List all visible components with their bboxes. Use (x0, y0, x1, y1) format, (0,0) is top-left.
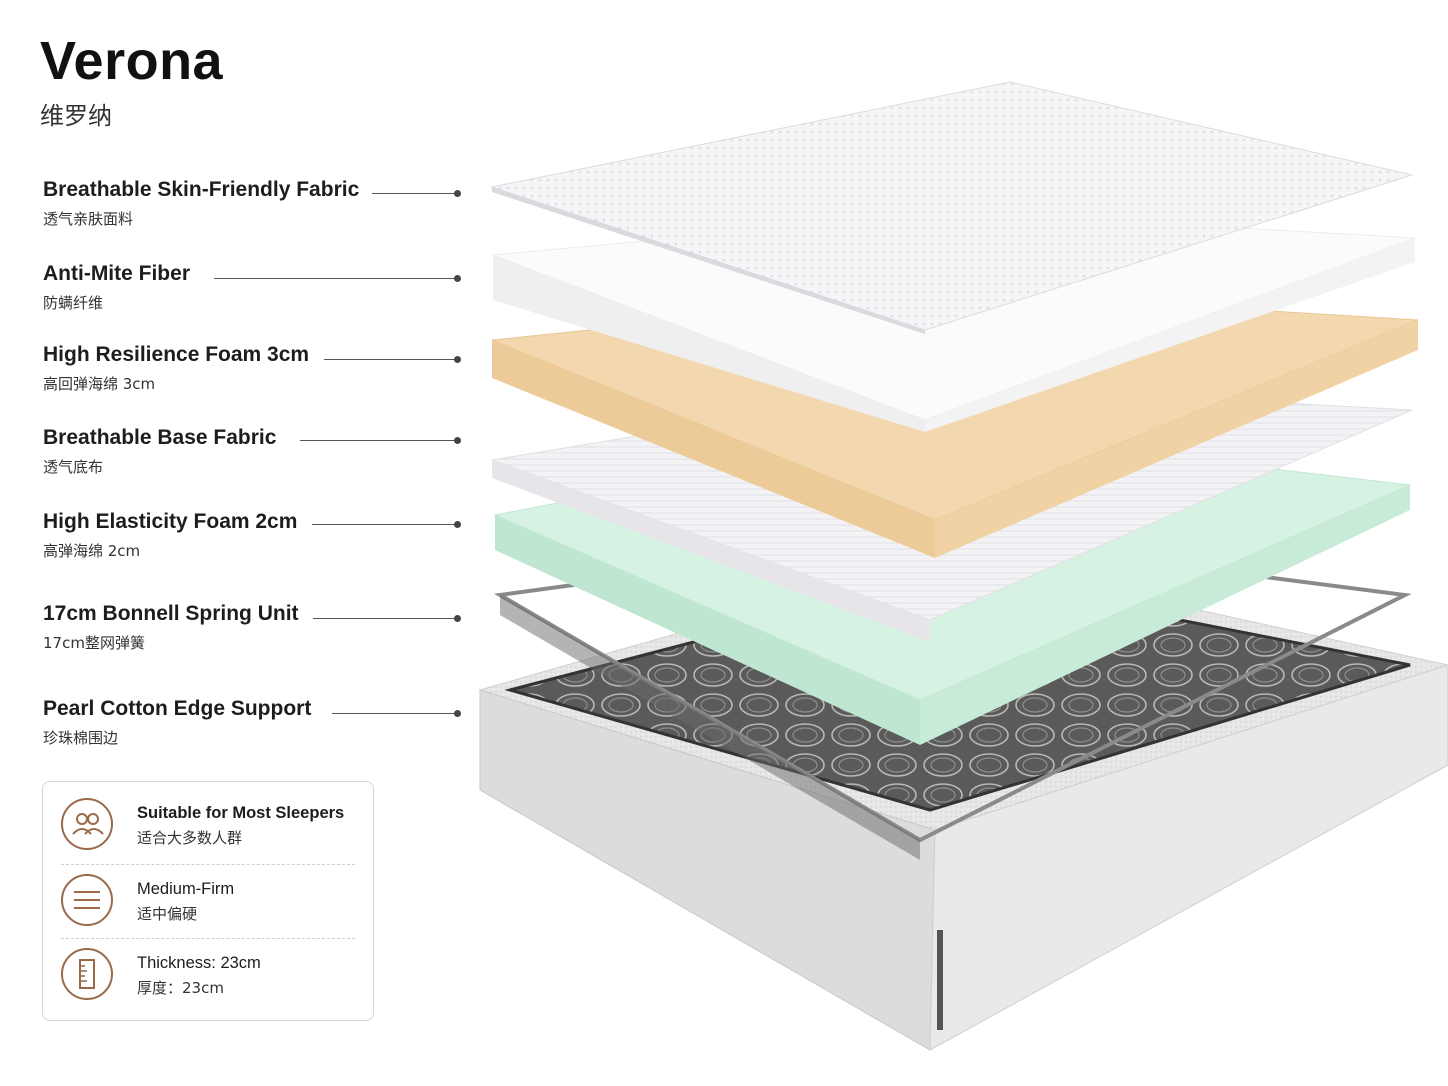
layer-name-en: Pearl Cotton Edge Support (43, 697, 311, 721)
feature-row-firmness: Medium-Firm 适中偏硬 (61, 868, 355, 942)
feature-row-thickness: Thickness: 23cm 厚度：23cm (61, 942, 355, 1016)
layer-label-skin-fabric: Breathable Skin-Friendly Fabric 透气亲肤面料 (43, 178, 359, 229)
layer-name-zh: 透气底布 (43, 456, 276, 477)
leader-dot (454, 521, 461, 528)
layer-name-zh: 珍珠棉围边 (43, 727, 311, 748)
layer-name-zh: 17cm整网弹簧 (43, 632, 299, 653)
product-subtitle: 维罗纳 (40, 96, 112, 131)
layer-name-zh: 高回弹海绵 3cm (43, 373, 309, 394)
layer-label-edge-support: Pearl Cotton Edge Support 珍珠棉围边 (43, 697, 311, 748)
feature-divider (61, 938, 355, 939)
layer-label-elasticity-foam: High Elasticity Foam 2cm 高弹海绵 2cm (43, 510, 297, 561)
leader-dot (454, 356, 461, 363)
leader-dot (454, 710, 461, 717)
feature-label-en: Thickness: 23cm (137, 954, 261, 973)
leader-line (300, 440, 458, 441)
layer-label-anti-mite: Anti-Mite Fiber 防螨纤维 (43, 262, 190, 313)
layer-name-en: 17cm Bonnell Spring Unit (43, 602, 299, 626)
feature-divider (61, 864, 355, 865)
feature-label-zh: 适合大多数人群 (137, 827, 344, 848)
feature-label-zh: 适中偏硬 (137, 903, 234, 924)
layer-name-en: Anti-Mite Fiber (43, 262, 190, 286)
layer-name-zh: 防螨纤维 (43, 292, 190, 313)
feature-label-en: Suitable for Most Sleepers (137, 804, 344, 823)
layer-name-en: Breathable Skin-Friendly Fabric (43, 178, 359, 202)
features-panel: Suitable for Most Sleepers 适合大多数人群 Mediu… (42, 781, 374, 1021)
leader-dot (454, 275, 461, 282)
leader-dot (454, 437, 461, 444)
feature-row-sleepers: Suitable for Most Sleepers 适合大多数人群 (61, 792, 355, 866)
leader-line (324, 359, 458, 360)
layer-label-spring-unit: 17cm Bonnell Spring Unit 17cm整网弹簧 (43, 602, 299, 653)
people-icon (61, 798, 113, 850)
layer-name-zh: 高弹海绵 2cm (43, 540, 297, 561)
layer-name-en: High Resilience Foam 3cm (43, 343, 309, 367)
layer-name-en: Breathable Base Fabric (43, 426, 276, 450)
leader-dot (454, 190, 461, 197)
layer-label-resilience-foam: High Resilience Foam 3cm 高回弹海绵 3cm (43, 343, 309, 394)
layer-name-zh: 透气亲肤面料 (43, 208, 359, 229)
leader-line (214, 278, 458, 279)
ruler-icon (61, 948, 113, 1000)
firmness-lines-icon (61, 874, 113, 926)
mattress-layers-illustration (470, 70, 1448, 1070)
leader-line (313, 618, 458, 619)
leader-dot (454, 615, 461, 622)
layer-name-en: High Elasticity Foam 2cm (43, 510, 297, 534)
product-title: Verona (40, 30, 223, 92)
leader-line (312, 524, 458, 525)
leader-line (332, 713, 458, 714)
feature-label-zh: 厚度：23cm (137, 977, 261, 998)
leader-line (372, 193, 458, 194)
feature-label-en: Medium-Firm (137, 880, 234, 899)
layer-label-base-fabric: Breathable Base Fabric 透气底布 (43, 426, 276, 477)
